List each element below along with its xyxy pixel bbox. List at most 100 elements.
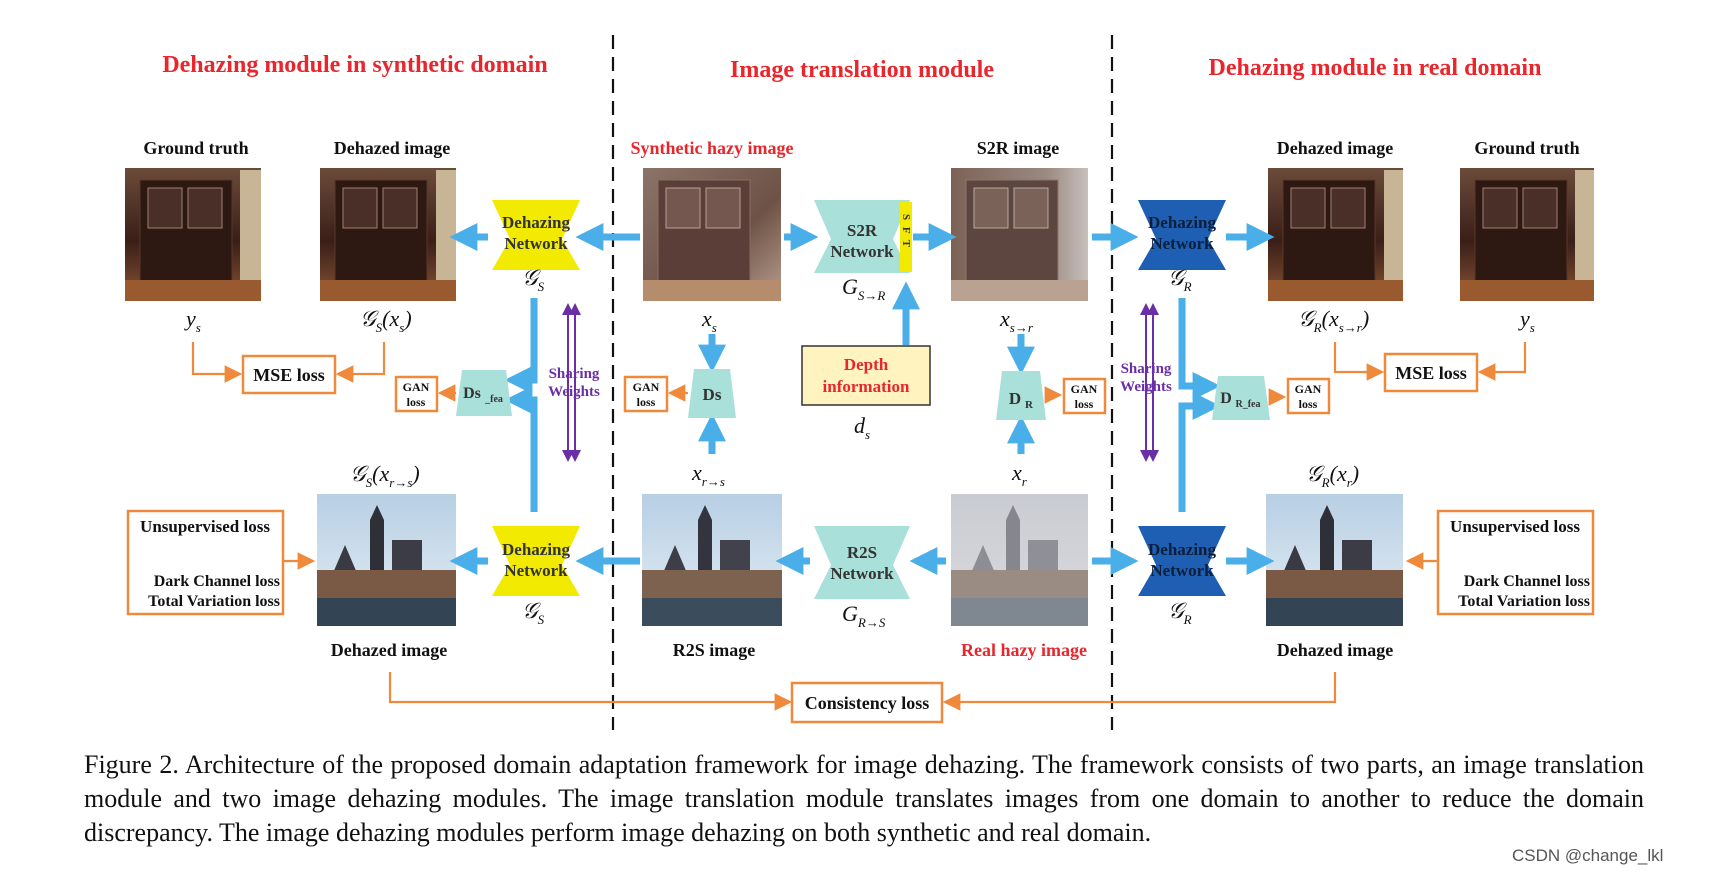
dehazing-network-real-top: Dehazing Network: [1138, 200, 1226, 270]
image-dehazed-top-left: [320, 168, 456, 301]
connector-consistency-right: [942, 672, 1337, 711]
svg-text:Network: Network: [504, 234, 568, 253]
label-ground-truth-left: Ground truth: [143, 138, 248, 158]
svg-text:GAN: GAN: [1071, 382, 1098, 396]
title-synthetic-module: Dehazing module in synthetic domain: [162, 52, 547, 78]
image-ground-truth-right: [1460, 168, 1594, 301]
sharing-weights-right: Sharing Weights: [1120, 303, 1172, 462]
svg-text:Weights: Weights: [1120, 379, 1172, 395]
svg-text:Ds: Ds: [463, 385, 481, 402]
svg-text:MSE loss: MSE loss: [253, 365, 325, 385]
label-dehazed-top-left: Dehazed image: [334, 138, 450, 158]
image-synthetic-hazy: [643, 168, 781, 301]
connector-ys-to-mse-right: [1477, 342, 1527, 381]
image-dehazed-top-right: [1268, 168, 1403, 301]
label-dehazed-bottom-right: Dehazed image: [1277, 640, 1393, 660]
watermark: CSDN @change_lkl: [1512, 846, 1664, 865]
mse-loss-left: MSE loss: [241, 354, 337, 395]
svg-text:Depth: Depth: [844, 355, 889, 374]
figure-caption: Figure 2. Architecture of the proposed d…: [84, 750, 1644, 847]
sharing-weights-left: Sharing Weights: [548, 303, 600, 462]
svg-text:R: R: [1025, 399, 1034, 411]
symbol-gs-xr2s: 𝒢S(xr→s): [350, 461, 420, 490]
dehazing-network-real-bottom: Dehazing Network: [1138, 526, 1226, 596]
consistency-loss: Consistency loss: [790, 681, 944, 724]
svg-text:Dark Channel loss: Dark Channel loss: [154, 573, 280, 590]
arrow-gr-top-to-drfea: [1178, 298, 1221, 400]
svg-text:Weights: Weights: [548, 384, 600, 400]
symbol-gr-xr: 𝒢R(xr): [1306, 461, 1359, 490]
image-dehazed-bottom-left: [317, 494, 456, 626]
svg-text:Dehazing: Dehazing: [1148, 213, 1217, 232]
gan-loss-ds: GAN loss: [623, 375, 669, 413]
svg-text:loss: loss: [1075, 397, 1094, 411]
svg-text:GAN: GAN: [403, 380, 430, 394]
connector-gsxs-to-mse-left: [335, 342, 386, 383]
gan-loss-drfea: GAN loss: [1286, 377, 1331, 415]
label-real-hazy: Real hazy image: [961, 640, 1087, 660]
mse-loss-right: MSE loss: [1383, 352, 1479, 393]
symbol-ys-right: ys: [1518, 306, 1535, 335]
symbol-gr-bottom: 𝒢R: [1168, 598, 1192, 627]
discriminator-ds-fea: Ds _fea: [456, 370, 512, 416]
symbol-gs-bottom: 𝒢S: [522, 598, 545, 627]
svg-text:Ds: Ds: [703, 385, 722, 404]
s2r-network: S2R Network S F T: [814, 200, 912, 273]
svg-text:information: information: [823, 377, 910, 396]
symbol-xr2s: xr→s: [691, 460, 725, 489]
label-r2s-image: R2S image: [673, 640, 756, 660]
svg-text:Unsupervised loss: Unsupervised loss: [140, 517, 270, 536]
svg-text:loss: loss: [637, 395, 656, 409]
symbol-gs-top: 𝒢S: [522, 265, 545, 294]
svg-text:MSE loss: MSE loss: [1395, 363, 1467, 383]
svg-text:GAN: GAN: [633, 380, 660, 394]
symbol-ys-left: ys: [184, 306, 201, 335]
title-real-module: Dehazing module in real domain: [1209, 55, 1542, 81]
sft-label: S F T: [900, 214, 912, 249]
unsupervised-loss-right: Unsupervised loss Dark Channel loss Tota…: [1436, 509, 1595, 616]
title-translation-module: Image translation module: [730, 57, 994, 83]
svg-text:R_fea: R_fea: [1236, 399, 1261, 410]
symbol-xr: xr: [1011, 460, 1028, 489]
label-synthetic-hazy: Synthetic hazy image: [631, 138, 794, 158]
unsupervised-loss-left: Unsupervised loss Dark Channel loss Tota…: [126, 509, 285, 616]
symbol-xs: xs: [701, 306, 717, 335]
svg-text:Total Variation loss: Total Variation loss: [1458, 593, 1590, 610]
svg-text:Network: Network: [504, 561, 568, 580]
dehazing-network-synthetic-top: Dehazing Network: [492, 200, 580, 270]
symbol-ds: ds: [854, 413, 870, 442]
r2s-network: R2S Network: [814, 526, 910, 599]
svg-text:D: D: [1220, 390, 1232, 407]
svg-text:Network: Network: [830, 242, 894, 261]
arrow-gr-bottom-to-drfea: [1178, 392, 1221, 512]
svg-text:loss: loss: [407, 395, 426, 409]
dehazing-network-synthetic-bottom: Dehazing Network: [492, 526, 580, 596]
discriminator-dr: D R: [996, 371, 1046, 420]
svg-text:Network: Network: [1150, 561, 1214, 580]
symbol-xs2r: xs→r: [999, 306, 1034, 335]
svg-text:Total Variation loss: Total Variation loss: [148, 593, 280, 610]
image-s2r: [951, 168, 1088, 301]
arrow-gs-top-to-dsfea: [504, 298, 538, 394]
symbol-gs-xs: 𝒢S(xs): [360, 306, 412, 335]
symbol-g-s2r: GS→R: [842, 274, 885, 303]
svg-text:Dehazing: Dehazing: [502, 540, 571, 559]
svg-text:Consistency loss: Consistency loss: [805, 693, 930, 713]
gan-loss-dsfea: GAN loss: [394, 375, 439, 413]
image-ground-truth-left: [125, 168, 261, 301]
connector-ys-to-mse-left: [191, 342, 243, 383]
svg-text:Dehazing: Dehazing: [1148, 540, 1217, 559]
svg-text:Network: Network: [1150, 234, 1214, 253]
image-real-hazy: [951, 494, 1088, 626]
label-dehazed-top-right: Dehazed image: [1277, 138, 1393, 158]
svg-text:Unsupervised loss: Unsupervised loss: [1450, 517, 1580, 536]
svg-text:Sharing: Sharing: [1121, 361, 1172, 377]
svg-text:S2R: S2R: [847, 221, 878, 240]
svg-text:GAN: GAN: [1295, 382, 1322, 396]
svg-text:R2S: R2S: [847, 543, 877, 562]
symbol-gr-xs2r: 𝒢R(xs→r): [1298, 306, 1369, 335]
label-ground-truth-right: Ground truth: [1474, 138, 1579, 158]
svg-text:_fea: _fea: [484, 394, 503, 405]
svg-text:Dehazing: Dehazing: [502, 213, 571, 232]
